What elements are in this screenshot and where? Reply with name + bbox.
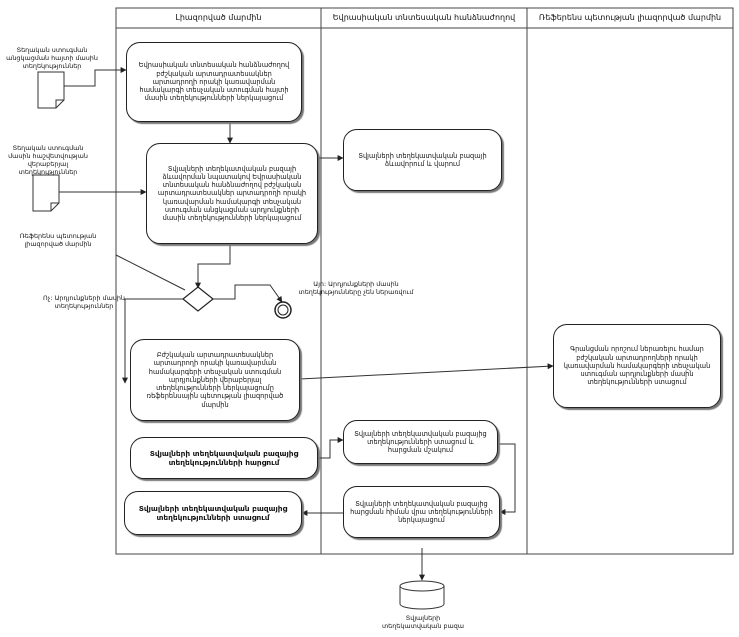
activity-text: Տվյալների տեղեկատվական բազայից տեղեկությ… <box>149 448 299 467</box>
guard-yes-label: Այո: Արդյունքների մասին տեղեկությունները… <box>298 280 414 296</box>
decision-node <box>182 286 214 312</box>
activity-process-request: Տվյալների տեղեկատվական բազայից տեղեկությ… <box>343 420 498 464</box>
activity-text: Տվյալների տեղեկատվական բազայի ձևավորման … <box>157 164 307 223</box>
activity-submit-to-reference-state: Բժշկական արտադրատեսակներ արտադրողի որակի… <box>130 339 300 421</box>
activity-submit-application-info: Եվրասիական տնտեսական հանձնաժողով բժշկակա… <box>126 42 302 122</box>
lane-title-commission: Եվրասիական տնտեսական հանձնաժողով <box>332 13 516 22</box>
document-icon <box>32 174 60 212</box>
activity-text: Եվրասիական տնտեսական հանձնաժողով բժշկակա… <box>138 61 290 103</box>
activity-text: Տվյալների տեղեկատվական բազայից տեղեկությ… <box>138 503 288 522</box>
final-node-inner <box>277 304 289 316</box>
activity-submit-results-info: Տվյալների տեղեկատվական բազայի ձևավորման … <box>146 143 318 244</box>
input-label-application: Տեղական ստուգման անցկացման հայտի մասին տ… <box>6 46 98 70</box>
input-label-reference-authority: Ռեֆերենս պետության լիազորված մարմին <box>19 232 97 248</box>
flow-arrow <box>213 284 283 303</box>
activity-provide-requested-info: Տվյալների տեղեկատվական բազայից հարցման հ… <box>343 486 500 538</box>
activity-request-info: Տվյալների տեղեկատվական բազայից տեղեկությ… <box>130 437 318 479</box>
guard-no-label: Ոչ: Արդյունքների մասին տեղեկություններ <box>43 294 125 310</box>
activity-text: Բժշկական արտադրատեսակներ արտադրողի որակի… <box>146 351 284 409</box>
flow-arrow <box>115 254 186 291</box>
database-label: Տվյալների տեղեկատվական բազա <box>381 614 465 630</box>
lane-title-reference-state: Ռեֆերենս պետության լիազորված մարմին <box>538 13 722 22</box>
activity-reference-receive: Գրանցման որոշում ներառելու համար բժշկակա… <box>553 324 721 408</box>
activity-text: Գրանցման որոշում ներառելու համար բժշկակա… <box>563 345 711 387</box>
flow-arrow <box>318 437 344 459</box>
flow-arrow <box>299 363 554 380</box>
swimlane-frame <box>115 7 734 555</box>
lane-title-authorized-body: Լիազորված մարմին <box>175 13 262 22</box>
activity-maintain-database: Տվյալների տեղեկատվական բազայի ձևավորում … <box>343 129 502 191</box>
flow-arrow <box>195 244 231 289</box>
flow-arrow <box>64 67 127 87</box>
activity-receive-info: Տվյալների տեղեկատվական բազայից տեղեկությ… <box>124 491 302 535</box>
activity-text: Տվյալների տեղեկատվական բազայից հարցման հ… <box>350 499 493 525</box>
flow-arrow <box>122 298 183 384</box>
activity-text: Տվյալների տեղեկատվական բազայից տեղեկությ… <box>354 429 487 455</box>
document-icon <box>37 71 65 109</box>
input-label-report: Տեղական ստուգման մասին հաշվետվության վեր… <box>8 144 88 176</box>
database-icon <box>399 580 445 610</box>
flow-arrow <box>498 443 516 515</box>
activity-text: Տվյալների տեղեկատվական բազայի ձևավորում … <box>358 151 487 168</box>
